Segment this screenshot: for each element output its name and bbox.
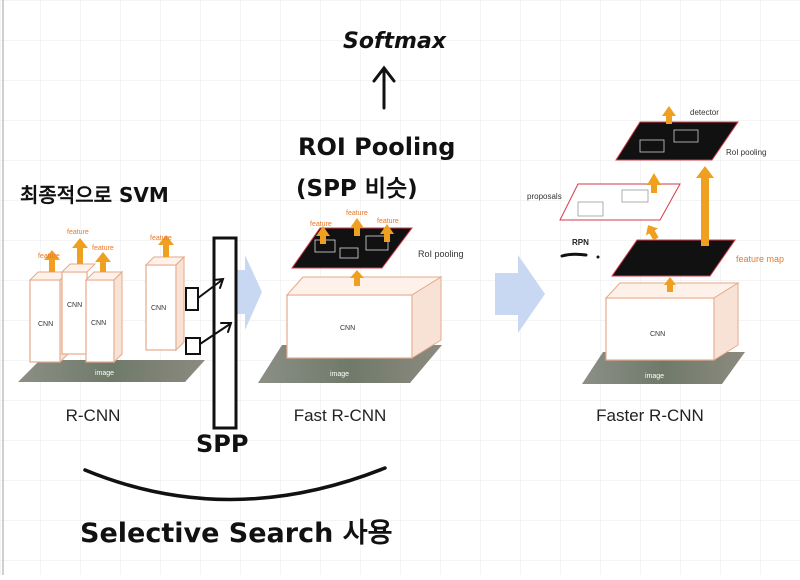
- rcnn-cnn-box: CNN: [84, 270, 124, 364]
- svg-text:CNN: CNN: [151, 305, 166, 312]
- region-arrow: [199, 322, 233, 345]
- faster-detector-label: detector: [690, 108, 719, 117]
- faster-proposals-map: [559, 183, 681, 221]
- faster-proposals-label: proposals: [527, 192, 562, 201]
- spp-similar-annotation: (SPP 비슷): [296, 176, 418, 202]
- faster-image-label: image: [645, 373, 664, 380]
- region-box: [185, 337, 201, 355]
- faster-rcnn-title: Faster R-CNN: [596, 406, 704, 425]
- rcnn-image-label: image: [95, 370, 114, 377]
- faster-roi-map: [615, 121, 739, 161]
- svg-text:CNN: CNN: [67, 302, 82, 309]
- rcnn-cnn-box: CNN: [60, 263, 97, 355]
- faster-up-arrow: [664, 277, 676, 292]
- fast-feature-label: feature: [310, 221, 332, 228]
- fast-roi-label: RoI pooling: [418, 249, 464, 259]
- faster-rcnn-panel: image CNN feature map proposals RPN: [527, 106, 784, 425]
- rcnn-panel: image CNN CNN CNN CNN: [18, 229, 205, 425]
- faster-feature-long-arrow: [696, 166, 714, 246]
- fast-feature-label: feature: [346, 210, 368, 217]
- faster-cnn-box: CNN: [604, 282, 740, 361]
- fast-feature-arrows: [316, 218, 394, 244]
- rcnn-feature-label: feature: [150, 235, 172, 242]
- softmax-annotation: Softmax: [343, 29, 447, 54]
- faster-detector-arrow: [662, 106, 676, 124]
- rcnn-feature-label: feature: [38, 253, 60, 260]
- svg-text:CNN: CNN: [650, 331, 665, 338]
- svg-text:CNN: CNN: [38, 321, 53, 328]
- fast-up-arrow: [350, 270, 364, 286]
- rcnn-cnn-box: CNN: [144, 255, 186, 352]
- spp-annotation: SPP: [196, 430, 248, 458]
- rcnn-feature-label: feature: [92, 245, 114, 252]
- svg-text:CNN: CNN: [91, 320, 106, 327]
- region-box: [185, 287, 199, 311]
- faster-roi-label: RoI pooling: [726, 148, 766, 157]
- final-svm-annotation: 최종적으로 SVM: [20, 183, 169, 207]
- fast-image-label: image: [330, 371, 349, 378]
- handwritten-annotations: Softmax ROI Pooling (SPP 비슷) 최종적으로 SVM S…: [20, 29, 600, 549]
- rpn-dot: [596, 255, 600, 259]
- region-arrow: [197, 277, 225, 299]
- fast-rcnn-title: Fast R-CNN: [294, 406, 387, 425]
- rcnn-image-photo: [18, 360, 205, 382]
- rpn-underline: [560, 252, 588, 258]
- faster-proposal-arrow: [647, 173, 661, 193]
- rcnn-feature-label: feature: [67, 229, 89, 236]
- faster-rpn-label: RPN: [572, 238, 589, 247]
- fast-cnn-box: CNN: [285, 276, 443, 359]
- fast-rcnn-panel: image CNN feature feature feature RoI po…: [258, 210, 464, 425]
- selective-search-annotation: Selective Search 사용: [80, 518, 392, 549]
- flow-arrow: [495, 255, 545, 333]
- rcnn-title: R-CNN: [66, 406, 121, 425]
- grouping-curve: [83, 466, 387, 502]
- roi-pooling-annotation: ROI Pooling: [298, 133, 455, 161]
- rcnn-feature-arrows: [44, 235, 174, 272]
- faster-feature-map-label: feature map: [736, 254, 784, 264]
- softmax-arrow: [372, 65, 396, 110]
- fast-feature-label: feature: [377, 218, 399, 225]
- spp-bar: [212, 236, 238, 430]
- svg-text:CNN: CNN: [340, 325, 355, 332]
- faster-rpn-arrow: [645, 225, 659, 241]
